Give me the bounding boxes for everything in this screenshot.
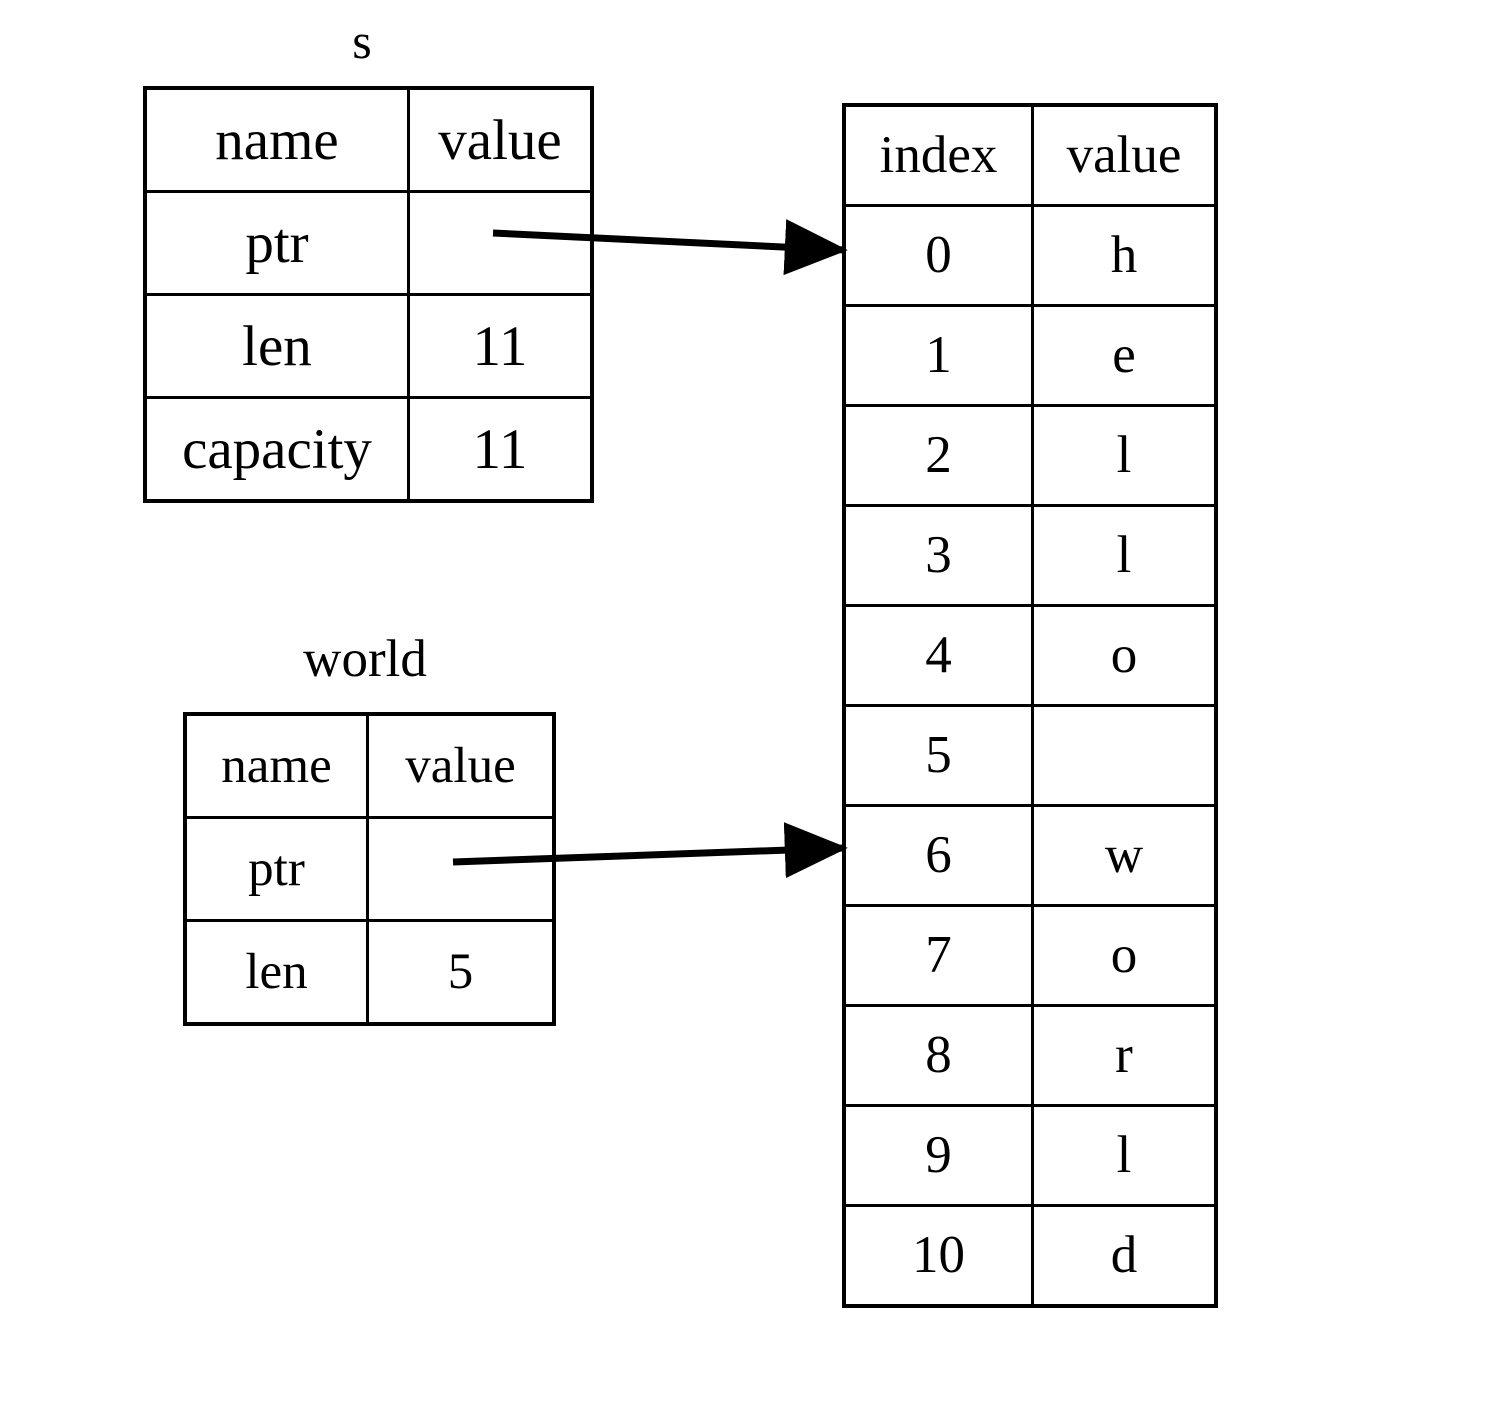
- table-row: len 11: [143, 293, 594, 399]
- array-index-0: 0: [842, 204, 1034, 307]
- array-value-8: r: [1031, 1004, 1218, 1107]
- world-row-ptr-value: [366, 816, 556, 922]
- array-index-4: 4: [842, 604, 1034, 707]
- table-row: 1 e: [842, 304, 1218, 407]
- array-value-4: o: [1031, 604, 1218, 707]
- table-row: ptr: [143, 190, 594, 296]
- s-row-ptr-name: ptr: [143, 190, 410, 296]
- s-table-caption: s: [352, 13, 372, 69]
- table-row: 6 w: [842, 804, 1218, 907]
- table-row: 4 o: [842, 604, 1218, 707]
- array-header-value: value: [1031, 103, 1218, 207]
- table-row: 0 h: [842, 204, 1218, 307]
- array-value-6: w: [1031, 804, 1218, 907]
- world-struct-table: name value ptr len 5: [183, 712, 556, 1026]
- array-index-6: 6: [842, 804, 1034, 907]
- world-row-len-name: len: [183, 919, 369, 1026]
- array-index-8: 8: [842, 1004, 1034, 1107]
- table-row: 7 o: [842, 904, 1218, 1007]
- array-header-index: index: [842, 103, 1034, 207]
- array-value-0: h: [1031, 204, 1218, 307]
- array-value-10: d: [1031, 1204, 1218, 1308]
- table-row: len 5: [183, 919, 556, 1026]
- s-header-name: name: [143, 86, 410, 193]
- array-index-5: 5: [842, 704, 1034, 807]
- table-header-row: name value: [143, 86, 594, 193]
- array-value-1: e: [1031, 304, 1218, 407]
- s-header-value: value: [407, 86, 594, 193]
- table-row: capacity 11: [143, 396, 594, 503]
- world-header-name: name: [183, 712, 369, 819]
- table-row: 10 d: [842, 1204, 1218, 1308]
- table-header-row: name value: [183, 712, 556, 819]
- array-index-1: 1: [842, 304, 1034, 407]
- array-index-7: 7: [842, 904, 1034, 1007]
- table-row: 2 l: [842, 404, 1218, 507]
- byte-array-table: index value 0 h 1 e 2 l 3 l 4 o: [842, 103, 1218, 1308]
- array-value-9: l: [1031, 1104, 1218, 1207]
- table-row: ptr: [183, 816, 556, 922]
- table-header-row: index value: [842, 103, 1218, 207]
- s-row-ptr-value: [407, 190, 594, 296]
- array-value-2: l: [1031, 404, 1218, 507]
- world-row-ptr-name: ptr: [183, 816, 369, 922]
- array-index-3: 3: [842, 504, 1034, 607]
- s-row-len-value: 11: [407, 293, 594, 399]
- table-row: 5: [842, 704, 1218, 807]
- table-row: 9 l: [842, 1104, 1218, 1207]
- table-row: 3 l: [842, 504, 1218, 607]
- array-value-3: l: [1031, 504, 1218, 607]
- world-table-caption: world: [303, 630, 427, 688]
- table-row: 8 r: [842, 1004, 1218, 1107]
- s-struct-table: name value ptr len 11 capacity 11: [143, 86, 594, 503]
- array-index-10: 10: [842, 1204, 1034, 1308]
- array-index-2: 2: [842, 404, 1034, 507]
- world-row-len-value: 5: [366, 919, 556, 1026]
- s-row-len-name: len: [143, 293, 410, 399]
- s-row-capacity-value: 11: [407, 396, 594, 503]
- s-row-capacity-name: capacity: [143, 396, 410, 503]
- array-index-9: 9: [842, 1104, 1034, 1207]
- array-value-5: [1031, 704, 1218, 807]
- array-value-7: o: [1031, 904, 1218, 1007]
- world-header-value: value: [366, 712, 556, 819]
